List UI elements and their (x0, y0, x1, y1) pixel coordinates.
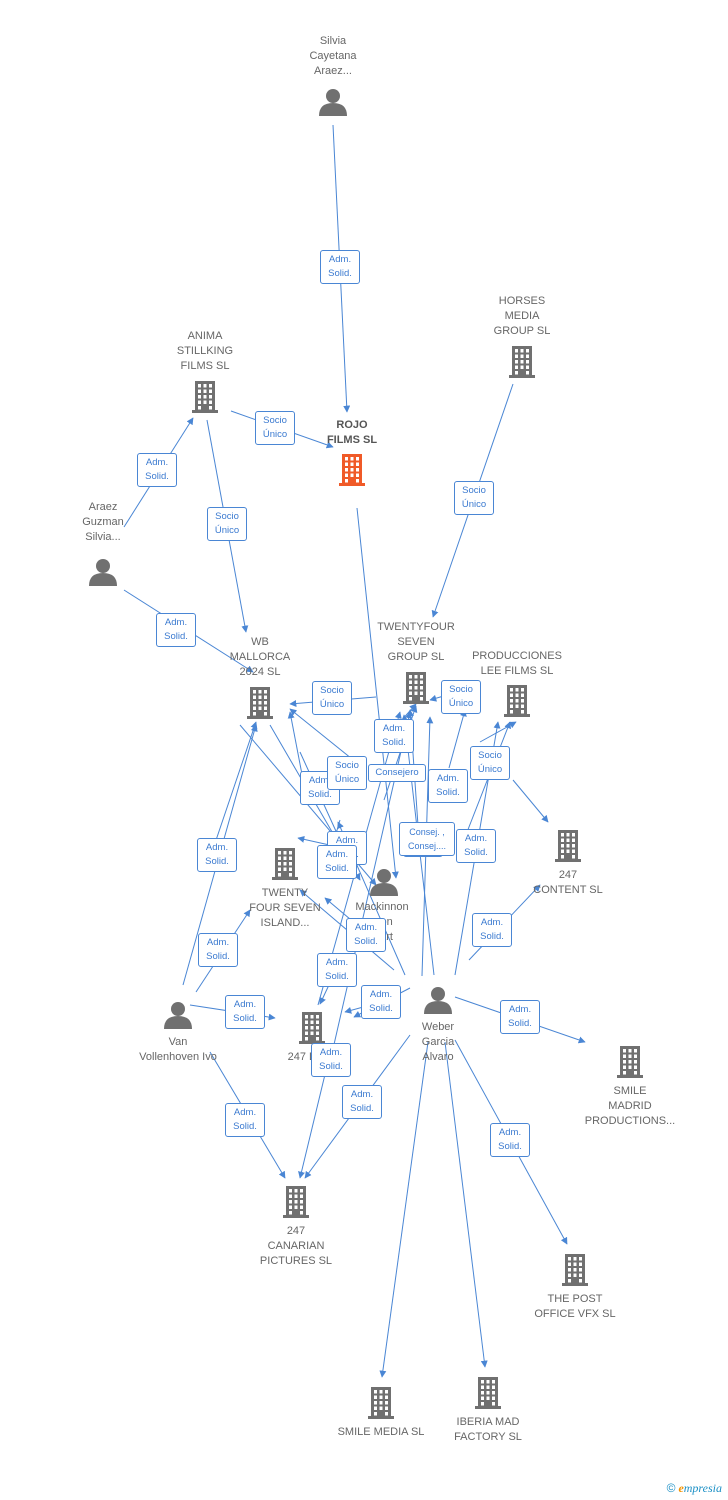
relation-label[interactable]: Adm. Solid. (320, 250, 360, 284)
copyright-symbol: © (666, 1481, 676, 1495)
company-label[interactable]: TWENTYFOUR SEVEN GROUP SL (377, 621, 455, 663)
relation-label[interactable]: Adm. Solid. (346, 918, 386, 952)
company-label[interactable]: HORSES MEDIA GROUP SL (493, 295, 551, 337)
relation-label[interactable]: Socio Único (255, 411, 295, 445)
company-label[interactable]: WB MALLORCA 2024 SL (229, 636, 291, 678)
edge-line (444, 1041, 488, 1368)
company-label[interactable]: SMILE MEDIA SL (337, 1426, 425, 1438)
company-label[interactable]: SMILE MADRID PRODUCTIONS... (584, 1085, 676, 1127)
empresia-brand[interactable]: © empresia (667, 1481, 722, 1496)
company-label[interactable]: ROJO FILMS SL (326, 419, 378, 446)
relation-label[interactable]: Adm. Solid. (456, 829, 496, 863)
person-icon[interactable] (319, 89, 347, 116)
edge-line (379, 1041, 429, 1378)
relation-label[interactable]: Consejero (368, 764, 426, 782)
building-icon[interactable] (272, 848, 298, 880)
edge-line (211, 721, 258, 853)
company-label[interactable]: ANIMA STILLKING FILMS SL (176, 330, 234, 372)
relation-label[interactable]: Adm. Solid. (311, 1043, 351, 1077)
building-icon[interactable] (504, 685, 530, 717)
relation-label[interactable]: Adm. Solid. (300, 771, 340, 805)
company-label[interactable]: IBERIA MAD FACTORY SL (454, 1416, 522, 1443)
relation-label[interactable]: Adm. Solid. (374, 719, 414, 753)
person-label[interactable]: Silvia Cayetana Araez... (309, 35, 357, 77)
relation-label[interactable]: Socio Único (207, 507, 247, 541)
relation-label[interactable]: Consej. , Consej.... (399, 822, 455, 856)
building-icon[interactable] (247, 687, 273, 719)
edge-line (459, 721, 511, 851)
relation-label[interactable]: Socio Único (312, 681, 352, 715)
building-icon[interactable] (403, 672, 429, 704)
relation-label[interactable]: Adm. Solid. (500, 1000, 540, 1034)
company-label[interactable]: PRODUCCIONES LEE FILMS SL (472, 650, 562, 677)
person-label[interactable]: Van Vollenhoven Ivo (139, 1036, 217, 1063)
building-icon[interactable] (283, 1186, 309, 1218)
relation-label[interactable]: Adm. Solid. (317, 953, 357, 987)
edge-line (512, 779, 549, 823)
relation-label[interactable]: Adm. Solid. (156, 613, 196, 647)
relation-label[interactable]: Adm. Solid. (490, 1123, 530, 1157)
brand-name: mpresia (683, 1481, 722, 1495)
person-label[interactable]: Araez Guzman Silvia... (82, 501, 124, 543)
building-icon[interactable] (299, 1012, 325, 1044)
relation-label[interactable]: Socio Único (470, 746, 510, 780)
relation-label[interactable]: Socio Único (454, 481, 494, 515)
main-company-icon[interactable] (339, 454, 365, 486)
person-icon[interactable] (370, 869, 398, 896)
company-label[interactable]: 247 CONTENT SL (533, 869, 603, 896)
relation-label[interactable]: Adm. Solid. (225, 1103, 265, 1137)
building-icon[interactable] (192, 381, 218, 413)
edge-line (356, 507, 399, 879)
relation-label[interactable]: Adm. Solid. (472, 913, 512, 947)
relation-label[interactable]: Socio Único (441, 680, 481, 714)
person-icon[interactable] (424, 987, 452, 1014)
relation-label[interactable]: Adm. Solid. (198, 933, 238, 967)
company-label[interactable]: TWENTY FOUR SEVEN ISLAND... (249, 887, 321, 929)
relation-label[interactable]: Adm. Solid. (428, 769, 468, 803)
relation-label[interactable]: Adm. Solid. (342, 1085, 382, 1119)
building-icon[interactable] (555, 830, 581, 862)
building-icon[interactable] (475, 1377, 501, 1409)
person-label[interactable]: Weber Garcia Alvaro (421, 1021, 455, 1063)
relation-label[interactable]: Adm. Solid. (225, 995, 265, 1029)
edge-line (448, 709, 467, 769)
relation-label[interactable]: Socio Único (327, 756, 367, 790)
relation-label[interactable]: Adm. Solid. (317, 845, 357, 879)
relation-label[interactable]: Adm. Solid. (361, 985, 401, 1019)
relation-label[interactable]: Adm. Solid. (137, 453, 177, 487)
building-icon[interactable] (562, 1254, 588, 1286)
relation-label[interactable]: Adm. Solid. (197, 838, 237, 872)
brand-initial: e (678, 1481, 684, 1495)
building-icon[interactable] (509, 346, 535, 378)
person-icon[interactable] (164, 1002, 192, 1029)
edge-line (298, 1061, 329, 1179)
building-icon[interactable] (617, 1046, 643, 1078)
company-label[interactable]: THE POST OFFICE VFX SL (534, 1293, 616, 1320)
building-icon[interactable] (368, 1387, 394, 1419)
company-label[interactable]: 247 CANARIAN PICTURES SL (259, 1225, 333, 1267)
edge-line (479, 721, 517, 743)
person-icon[interactable] (89, 559, 117, 586)
